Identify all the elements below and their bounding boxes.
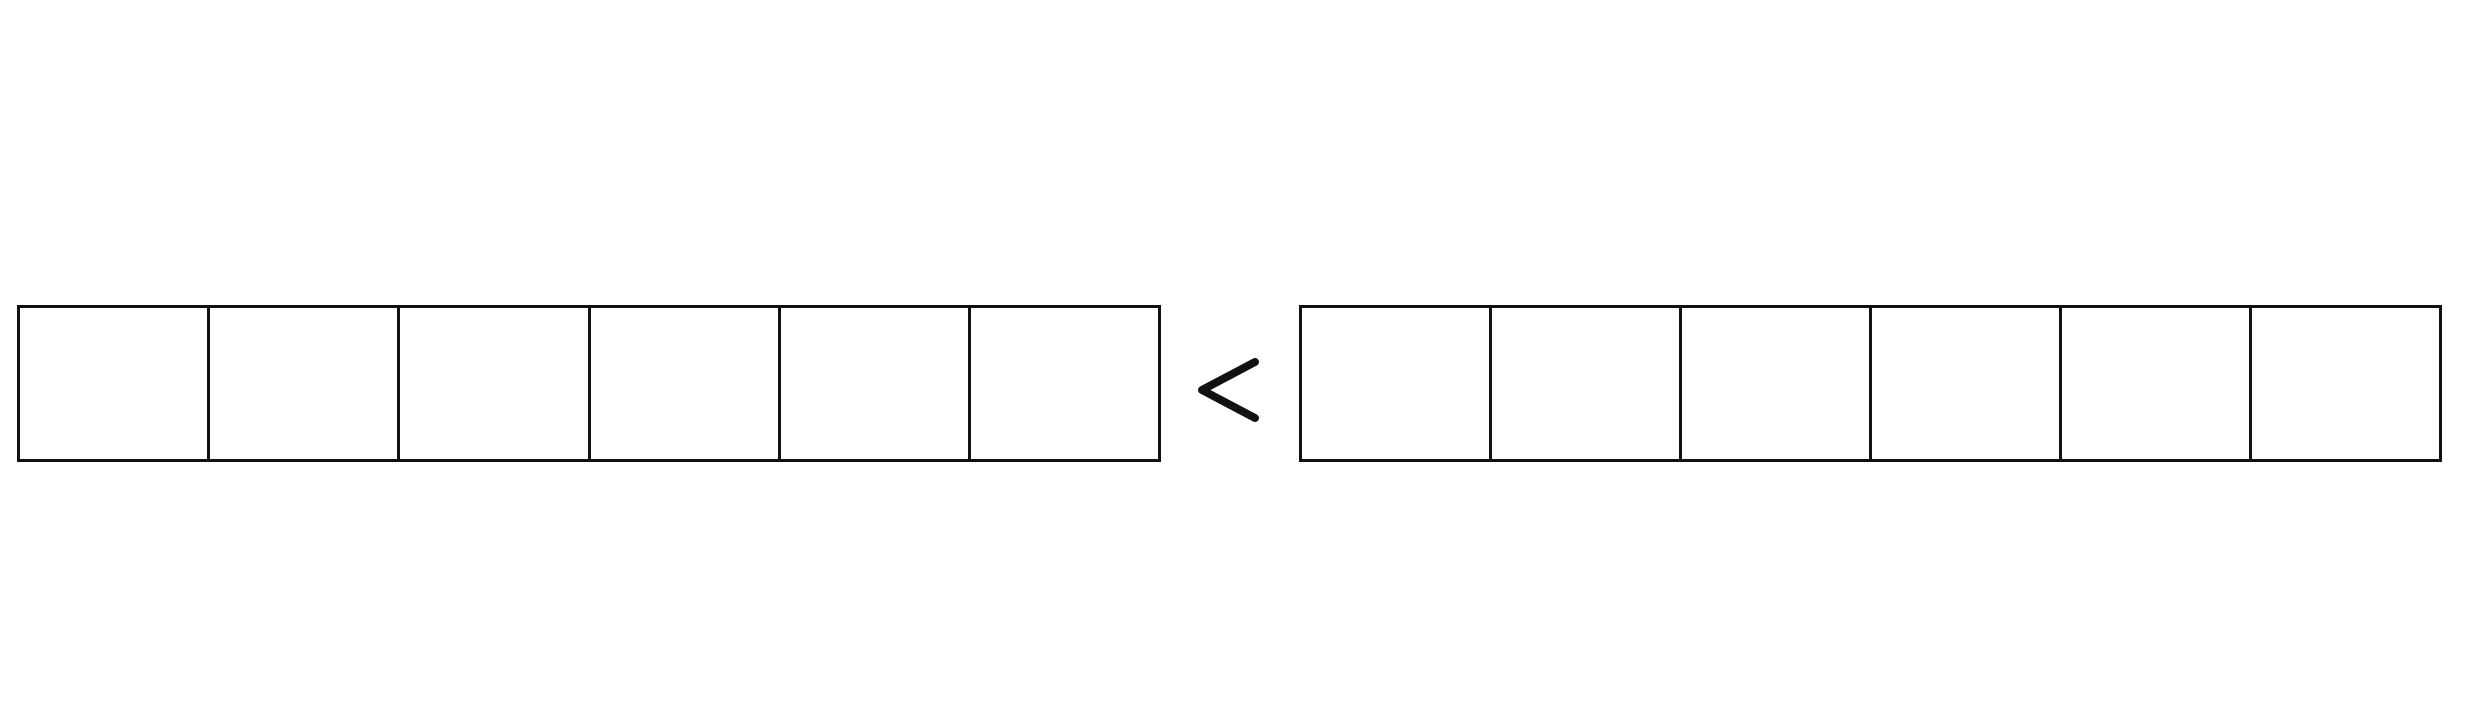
less-than-icon [1196,356,1262,428]
right-strip-cell-1 [1302,308,1492,459]
right-strip-cell-6 [2252,308,2439,459]
left-strip-cell-4 [590,308,781,459]
left-strip-cell-3 [400,308,591,459]
left-strip-cell-2 [210,308,401,459]
right-strip-cell-2 [1492,308,1682,459]
left-strip-cell-5 [780,308,971,459]
left-cell-strip [17,305,1161,462]
right-cell-strip [1299,305,2442,462]
left-strip-cell-6 [970,308,1159,459]
left-strip-cell-1 [20,308,211,459]
right-strip-cell-3 [1682,308,1872,459]
right-strip-cell-5 [2062,308,2252,459]
right-strip-cell-4 [1872,308,2062,459]
